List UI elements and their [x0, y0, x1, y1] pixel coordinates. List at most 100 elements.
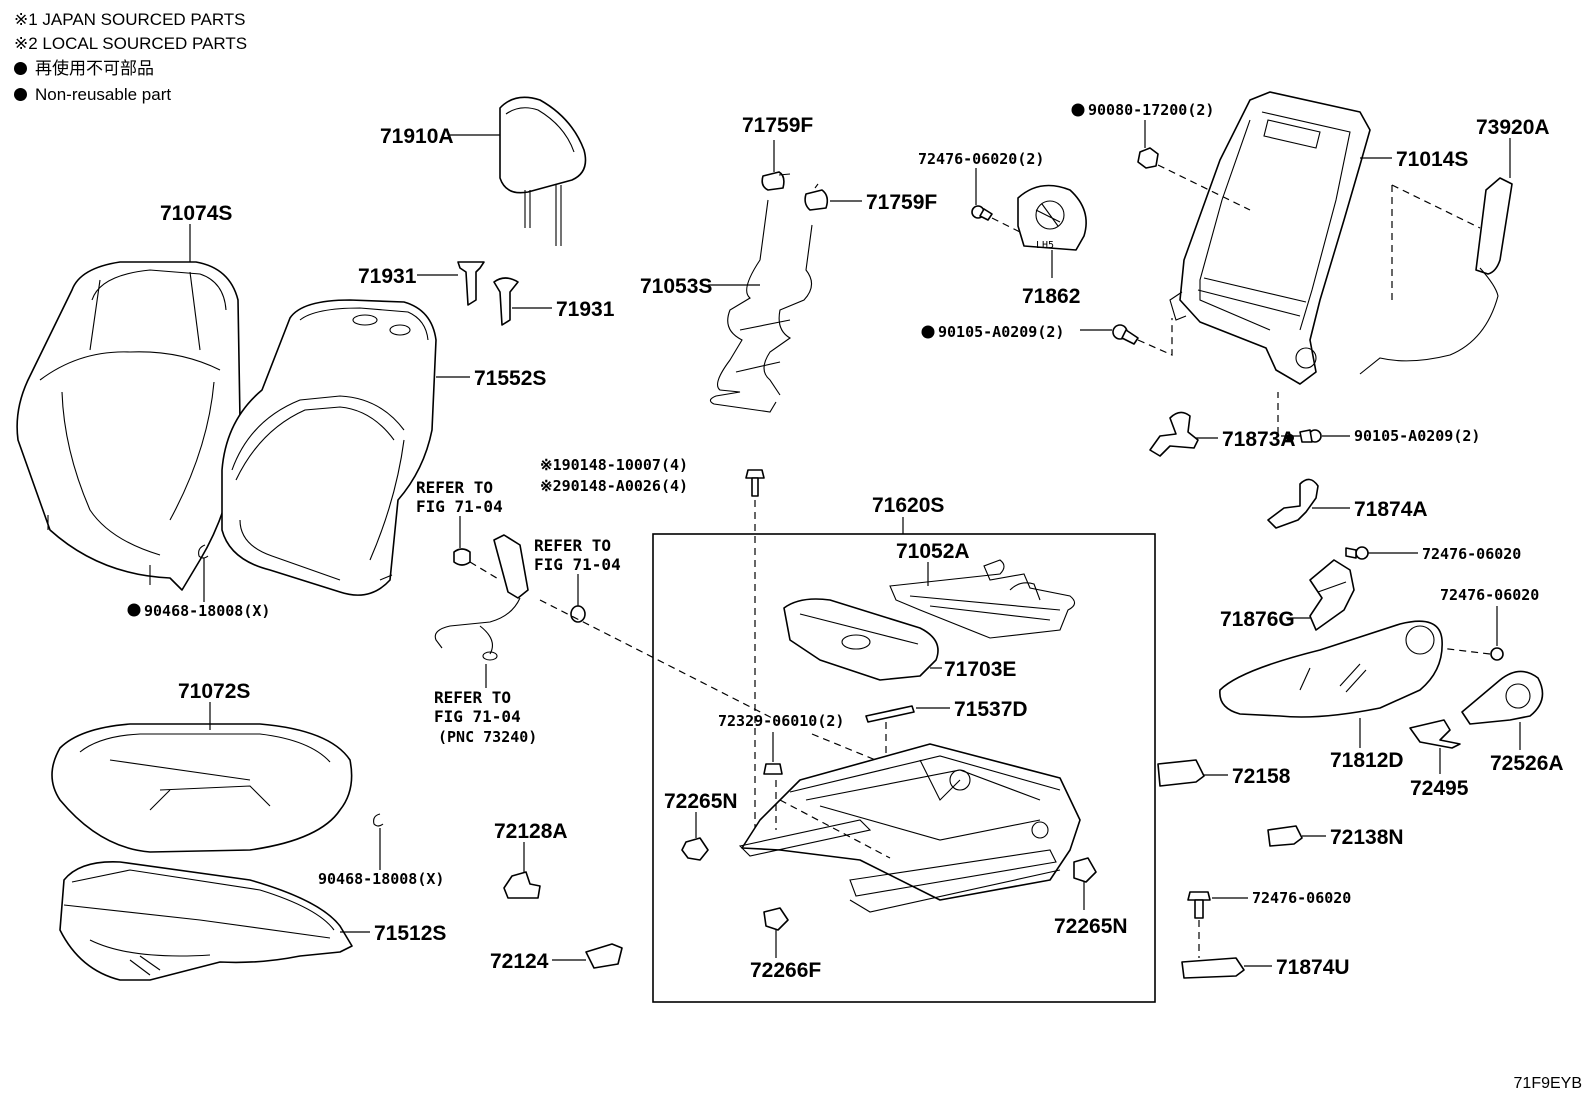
cover-72124-icon[interactable]	[585, 943, 623, 969]
label-71552S: 71552S	[474, 367, 546, 390]
seatback-pad-illustration[interactable]	[221, 299, 437, 596]
screw-72476-06020-b-icon[interactable]	[1490, 647, 1504, 661]
nut-72329-06010-icon[interactable]	[763, 763, 783, 775]
recliner-bracket-71862-illustration[interactable]: LH5	[1017, 184, 1087, 252]
cover-72138N-icon[interactable]	[1267, 825, 1303, 847]
legend-local-sourced: ※2 LOCAL SOURCED PARTS	[14, 34, 248, 53]
refer-to-fig-1-line1: REFER TO	[416, 478, 493, 497]
spring-clip-right-icon[interactable]	[804, 183, 829, 211]
label-71072S: 71072S	[178, 680, 250, 703]
clip-72266F-icon[interactable]	[763, 907, 789, 931]
lh-mark: LH5	[1036, 240, 1054, 251]
label-71873A: 71873A	[1222, 428, 1296, 451]
label-90080-17200-2: 90080-17200(2)	[1088, 101, 1214, 119]
legend-japan-sourced: ※1 JAPAN SOURCED PARTS	[14, 10, 246, 29]
side-shield-71812D-illustration[interactable]	[1219, 620, 1443, 718]
label-71862: 71862	[1022, 285, 1080, 308]
lumbar-cable-73920A-illustration[interactable]	[1359, 177, 1513, 375]
label-71874U: 71874U	[1276, 956, 1350, 979]
bullet-icon	[14, 62, 27, 75]
label-71931-lower: 71931	[556, 298, 615, 321]
refer-to-fig-2-line1: REFER TO	[534, 536, 611, 555]
cushion-pad-illustration[interactable]	[59, 861, 353, 981]
label-71931-upper: 71931	[358, 265, 417, 288]
bolt-90105-A0209-lower-icon[interactable]	[1299, 429, 1322, 443]
spring-clip-upper-icon[interactable]	[761, 171, 791, 191]
label-71053S: 71053S	[640, 275, 712, 298]
label-90468-18008-back: 90468-18008(X)	[144, 602, 270, 620]
label-71703E: 71703E	[944, 658, 1016, 681]
bracket-71876G-illustration[interactable]	[1309, 559, 1355, 631]
label-71759F-upper: 71759F	[742, 114, 813, 137]
refer-to-fig-1-line2: FIG 71-04	[416, 497, 503, 516]
label-90468-18008-cushion: 90468-18008(X)	[318, 870, 444, 888]
label-71537D: 71537D	[954, 698, 1028, 721]
clip-72265N-right-icon[interactable]	[1073, 857, 1097, 883]
label-90105-A0209-upper: 90105-A0209(2)	[938, 323, 1064, 341]
seatback-cover-illustration[interactable]	[16, 261, 241, 591]
label-72265N-right: 72265N	[1054, 915, 1128, 938]
refer-to-fig-3-pnc: (PNC 73240)	[438, 728, 537, 746]
diagram-id: 71F9EYB	[1513, 1075, 1582, 1092]
legend-nonreusable-en: Non-reusable part	[14, 83, 171, 107]
label-72128A: 72128A	[494, 820, 568, 843]
label-71876G: 71876G	[1220, 608, 1295, 631]
legend-nonreusable-ja: 再使用不可部品	[14, 57, 154, 81]
clip-72265N-left-icon[interactable]	[681, 837, 709, 861]
nonreusable-bullet-icon	[1071, 103, 1085, 117]
cover-71874U-icon[interactable]	[1181, 957, 1245, 979]
seatback-spring-wire-illustration[interactable]	[709, 199, 813, 413]
screw-72476-06020-upper-icon[interactable]	[971, 205, 993, 221]
headrest-support-lower-icon[interactable]	[493, 277, 519, 326]
cushion-cover-illustration[interactable]	[51, 723, 353, 853]
bracket-72495-icon[interactable]	[1409, 719, 1461, 749]
refer-to-fig-3-line1: REFER TO	[434, 688, 511, 707]
wire-71537D-icon[interactable]	[865, 705, 915, 723]
label-72265N-left: 72265N	[664, 790, 738, 813]
label-72495: 72495	[1410, 777, 1469, 800]
bracket-71874A-illustration[interactable]	[1267, 478, 1319, 529]
label-71014S: 71014S	[1396, 148, 1468, 171]
bolt-90105-A0209-upper-icon[interactable]	[1112, 324, 1139, 345]
label-71910A: 71910A	[380, 125, 454, 148]
seat-adjuster-frame-illustration[interactable]	[738, 743, 1081, 913]
seatbelt-buckle-harness-illustration[interactable]	[434, 534, 529, 661]
label-71874A: 71874A	[1354, 498, 1428, 521]
bolt-90148-icon[interactable]	[745, 469, 765, 497]
recliner-knob-72526A-illustration[interactable]	[1461, 670, 1544, 725]
screw-72476-06020-a-icon[interactable]	[1345, 546, 1369, 560]
label-72476-06020-2: 72476-06020(2)	[918, 150, 1044, 168]
seatback-frame-illustration[interactable]	[1169, 91, 1371, 385]
nonreusable-bullet-icon	[127, 603, 141, 617]
label-90148-A0026: ※290148-A0026(4)	[540, 477, 688, 495]
label-72476-06020-a: 72476-06020	[1422, 545, 1521, 563]
label-71512S: 71512S	[374, 922, 446, 945]
cushion-spring-71052A-illustration[interactable]	[889, 559, 1076, 639]
label-72158: 72158	[1232, 765, 1291, 788]
label-71759F-right: 71759F	[866, 191, 937, 214]
nut-90080-17200-icon[interactable]	[1137, 147, 1159, 169]
label-90148-10007: ※190148-10007(4)	[540, 456, 688, 474]
label-71812D: 71812D	[1330, 749, 1404, 772]
legend-nonreusable-en-text: Non-reusable part	[35, 85, 172, 104]
bracket-71873A-illustration[interactable]	[1149, 411, 1199, 457]
label-73920A: 73920A	[1476, 116, 1550, 139]
hog-ring-cushion-icon	[373, 813, 384, 827]
label-71052A: 71052A	[896, 540, 970, 563]
grommet-icon[interactable]	[453, 548, 471, 566]
label-72476-06020-c: 72476-06020	[1252, 889, 1351, 907]
label-72266F: 72266F	[750, 959, 821, 982]
seat-pan-71703E-illustration[interactable]	[783, 598, 939, 681]
label-71620S: 71620S	[872, 494, 944, 517]
label-72526A: 72526A	[1490, 752, 1564, 775]
screw-72476-06020-c-icon[interactable]	[1187, 891, 1211, 919]
refer-to-fig-3-line2: FIG 71-04	[434, 707, 521, 726]
label-71074S: 71074S	[160, 202, 232, 225]
headrest-support-upper-icon[interactable]	[457, 261, 485, 306]
seat-adjuster-group-box	[652, 533, 1156, 1003]
headrest-illustration[interactable]	[499, 96, 587, 246]
nonreusable-bullet-icon	[1286, 434, 1294, 442]
cover-72158-icon[interactable]	[1157, 759, 1205, 787]
cover-72128A-icon[interactable]	[503, 871, 541, 899]
